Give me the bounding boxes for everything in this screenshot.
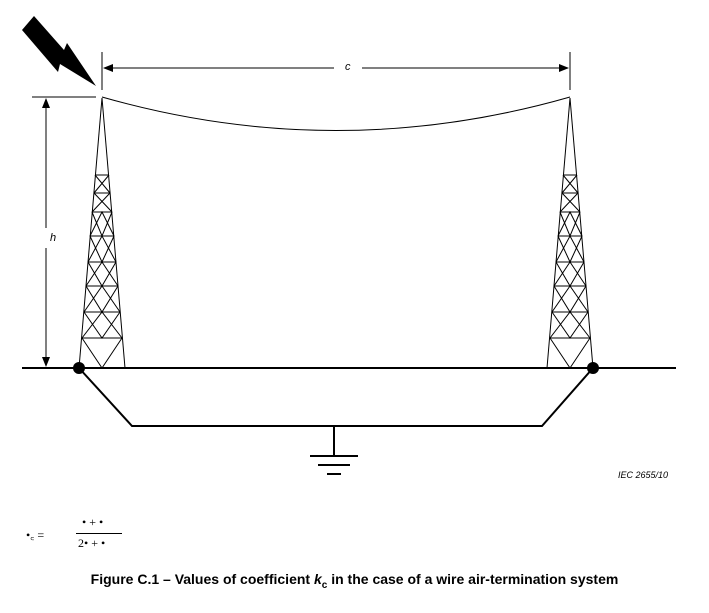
iec-credit: IEC 2655/10 xyxy=(618,470,668,480)
formula-lhs: •꜀ = xyxy=(26,528,45,542)
formula-fraction-bar xyxy=(76,533,122,534)
lightning-bolt-icon xyxy=(22,16,96,86)
earth-ground-icon xyxy=(310,426,358,475)
label-c: c xyxy=(345,61,351,73)
formula-numerator: • + • xyxy=(82,515,104,529)
formula: •꜀ = • + • 2• + • xyxy=(20,514,130,554)
caption-prefix: Figure C.1 – Values of coefficient xyxy=(90,571,314,587)
caption-k: k xyxy=(313,571,322,587)
formula-denominator: 2• + • xyxy=(78,536,106,550)
caption-suffix: in the case of a wire air-termination sy… xyxy=(327,571,619,587)
overhead-wire xyxy=(101,96,571,131)
label-h: h xyxy=(50,232,56,244)
caption-k-subscript: c xyxy=(321,580,328,591)
figure-caption: Figure C.1 – Values of coefficient kc in… xyxy=(0,571,709,591)
earthing-conductor xyxy=(78,367,594,427)
left-tower xyxy=(78,97,126,369)
right-tower xyxy=(546,97,594,369)
